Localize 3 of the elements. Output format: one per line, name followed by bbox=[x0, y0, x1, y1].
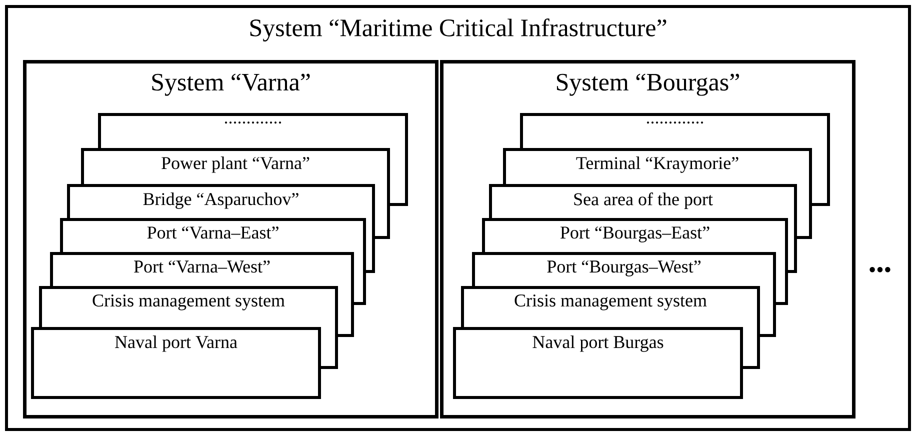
component-card: Naval port Burgas bbox=[453, 327, 743, 399]
ellipsis-dots: ••• bbox=[870, 267, 890, 272]
component-card: Naval port Varna bbox=[31, 327, 321, 399]
